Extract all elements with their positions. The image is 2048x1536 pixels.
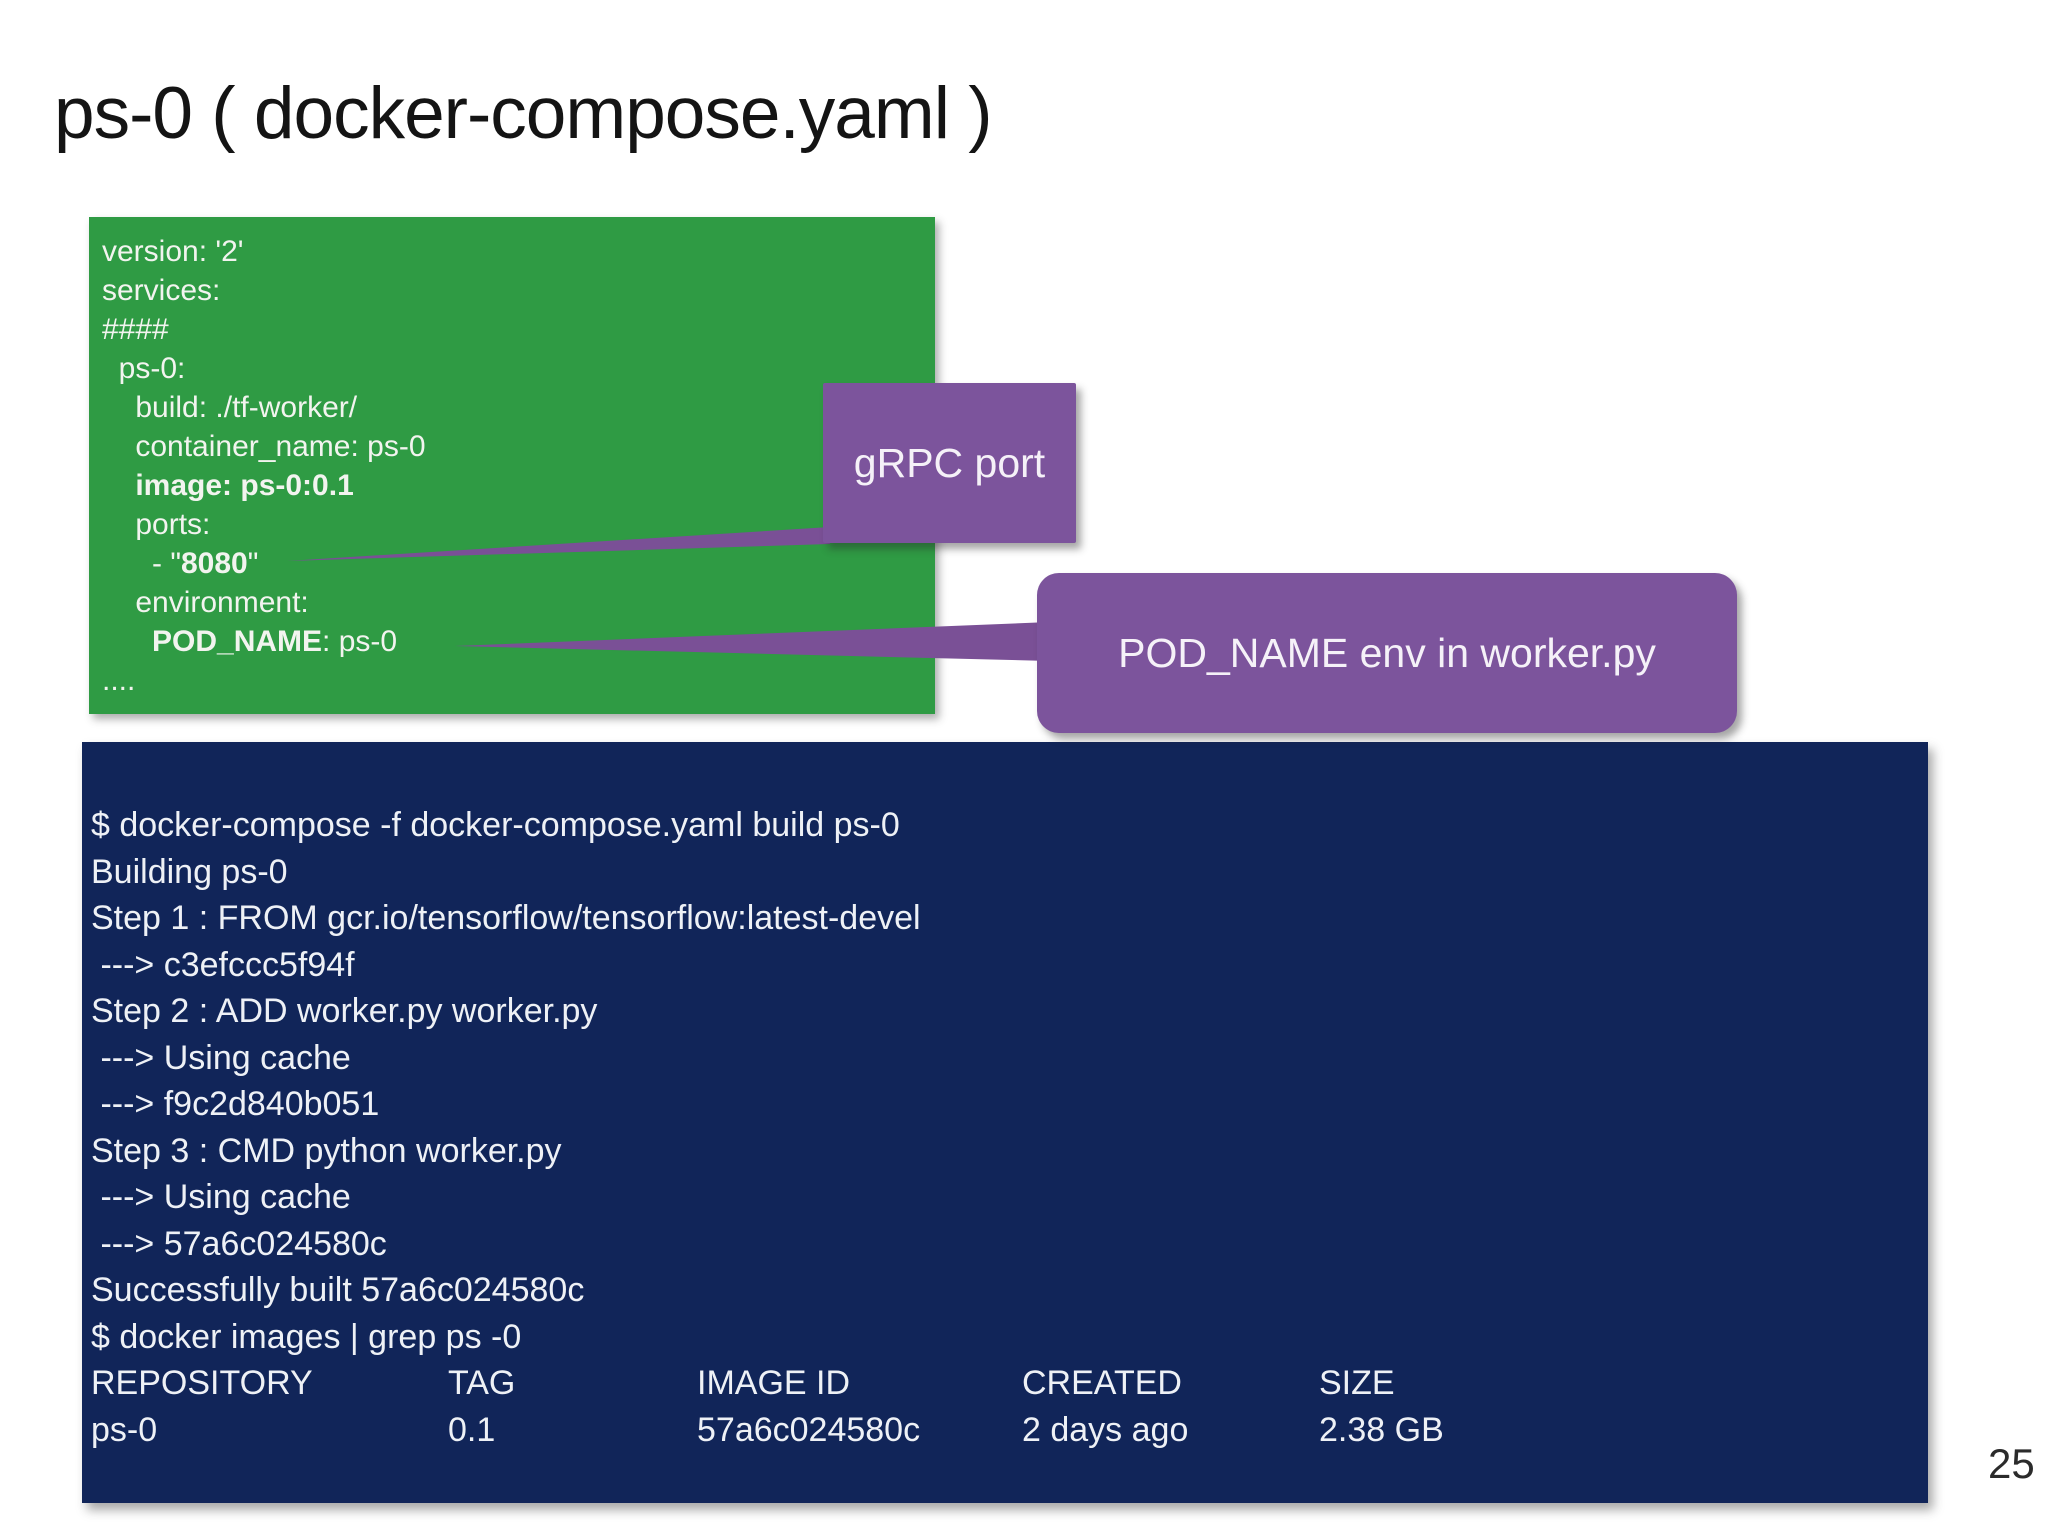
images-table-row: ps-0 0.1 57a6c024580c 2 days ago 2.38 GB <box>91 1407 1928 1454</box>
yaml-text: - " <box>102 547 181 580</box>
yaml-text: services: <box>102 274 221 307</box>
docker-compose-yaml-box: version: '2' services: #### ps-0: build:… <box>89 217 935 714</box>
yaml-text: ps-0: <box>102 352 186 385</box>
yaml-line: build: ./tf-worker/ <box>102 388 935 427</box>
podname-callout-label: POD_NAME env in worker.py <box>1118 629 1656 676</box>
yaml-text <box>102 625 152 658</box>
terminal-output: $ docker-compose -f docker-compose.yaml … <box>82 742 1928 1503</box>
terminal-line: Step 1 : FROM gcr.io/tensorflow/tensorfl… <box>91 899 921 937</box>
terminal-line: Step 2 : ADD worker.py worker.py <box>91 992 598 1030</box>
yaml-text-bold: image: ps-0:0.1 <box>135 469 354 502</box>
yaml-line: services: <box>102 271 935 310</box>
podname-callout: POD_NAME env in worker.py <box>1037 573 1737 733</box>
yaml-text: version: '2' <box>102 235 244 268</box>
table-header-cell: REPOSITORY <box>91 1364 313 1402</box>
yaml-text-bold: 8080 <box>180 547 248 580</box>
terminal-line: ---> 57a6c024580c <box>91 1224 387 1263</box>
terminal-line: Successfully built 57a6c024580c <box>91 1271 585 1309</box>
yaml-line: #### <box>102 310 935 349</box>
yaml-text: build: ./tf-worker/ <box>102 391 358 424</box>
yaml-line: container_name: ps-0 <box>102 427 935 466</box>
yaml-text-bold: POD_NAME <box>152 625 323 658</box>
terminal-line: Step 3 : CMD python worker.py <box>91 1131 562 1170</box>
yaml-text: container_name: ps-0 <box>102 430 426 463</box>
yaml-text: .... <box>102 664 136 697</box>
yaml-text: " <box>247 547 259 580</box>
table-cell: 2.38 GB <box>1319 1410 1444 1449</box>
table-cell: 2 days ago <box>1022 1410 1189 1449</box>
grpc-port-callout: gRPC port <box>823 383 1076 543</box>
grpc-port-callout-label: gRPC port <box>853 439 1046 486</box>
yaml-line: - "8080" <box>102 544 935 583</box>
terminal-line: Building ps-0 <box>91 852 288 891</box>
yaml-text: : ps-0 <box>322 625 398 658</box>
table-header-cell: IMAGE ID <box>697 1364 851 1402</box>
terminal-line: ---> Using cache <box>91 1178 351 1216</box>
slide-title: ps-0 ( docker-compose.yaml ) <box>54 73 993 154</box>
images-table-header: REPOSITORY TAG IMAGE ID CREATED SIZE <box>91 1360 1928 1407</box>
terminal-line: ---> c3efccc5f94f <box>91 945 355 984</box>
yaml-line: ps-0: <box>102 349 935 388</box>
page-number: 25 <box>1988 1440 2035 1487</box>
terminal-line: $ docker-compose -f docker-compose.yaml … <box>91 806 900 844</box>
yaml-line: .... <box>102 661 935 700</box>
table-header-cell: CREATED <box>1022 1364 1182 1402</box>
yaml-line: version: '2' <box>102 232 935 271</box>
yaml-text <box>102 469 135 502</box>
table-cell: ps-0 <box>91 1410 158 1449</box>
table-cell: 0.1 <box>448 1410 496 1449</box>
yaml-line: POD_NAME: ps-0 <box>102 622 935 661</box>
yaml-line: image: ps-0:0.1 <box>102 466 935 505</box>
yaml-text: environment: <box>102 586 309 619</box>
table-header-cell: TAG <box>448 1364 516 1402</box>
yaml-line: environment: <box>102 583 935 622</box>
table-cell: 57a6c024580c <box>697 1410 921 1449</box>
table-header-cell: SIZE <box>1319 1364 1395 1402</box>
terminal-line: $ docker images | grep ps -0 <box>91 1317 522 1356</box>
terminal-line: ---> Using cache <box>91 1038 351 1077</box>
yaml-text: #### <box>102 313 169 346</box>
yaml-text: ports: <box>102 508 211 541</box>
yaml-line: ports: <box>102 505 935 544</box>
terminal-line: ---> f9c2d840b051 <box>91 1085 380 1123</box>
